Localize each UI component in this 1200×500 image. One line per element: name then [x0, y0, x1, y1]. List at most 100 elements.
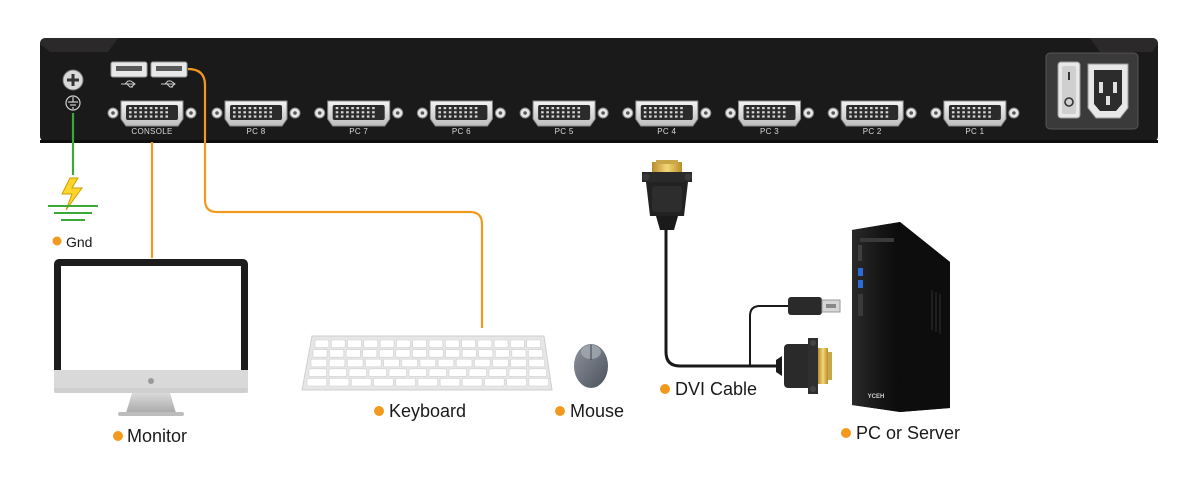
keyboard-key — [455, 358, 473, 368]
ground-symbol-icon — [65, 95, 81, 111]
keyboard-key — [492, 358, 509, 368]
keyboard-key — [477, 339, 493, 348]
dvi-cable-label: DVI Cable — [675, 379, 757, 399]
usb-port-1[interactable] — [110, 61, 148, 78]
keyboard-cable — [187, 67, 484, 328]
dvi-cable-bullet — [660, 384, 670, 394]
keyboard-key — [347, 358, 364, 368]
keyboard-key — [528, 368, 547, 377]
keyboard-key — [478, 349, 494, 358]
dvi-port-pc2[interactable] — [827, 100, 917, 127]
keyboard-key — [328, 378, 350, 387]
keyboard-key — [428, 349, 444, 358]
kvm-rear-panel — [40, 38, 1158, 143]
keyboard-key — [365, 358, 382, 368]
keyboard-key — [401, 358, 418, 368]
usb-cable — [749, 297, 841, 366]
pc-server-label: PC or Server — [856, 423, 960, 443]
keyboard-key — [484, 378, 505, 387]
keyboard-key — [395, 378, 416, 387]
keyboard-key — [378, 349, 394, 358]
dvi-port-pc4[interactable] — [622, 100, 712, 127]
monitor-label: Monitor — [127, 426, 187, 446]
keyboard-key — [396, 339, 411, 348]
power-inlet-icon — [1087, 63, 1129, 119]
keyboard-key — [474, 358, 491, 368]
keyboard-key — [412, 349, 427, 358]
gnd-bullet — [52, 236, 62, 246]
mouse-label: Mouse — [570, 401, 624, 421]
keyboard-key — [428, 368, 447, 377]
dvi-port-label: PC 3 — [760, 127, 779, 136]
keyboard-key — [494, 349, 510, 358]
keyboard-key — [330, 339, 346, 348]
keyboard-key — [310, 358, 328, 368]
keyboard-key — [461, 378, 483, 387]
keyboard-key — [510, 339, 525, 348]
dvi-port-pc7[interactable] — [314, 100, 404, 127]
keyboard-key — [448, 368, 467, 377]
keyboard-key — [444, 339, 460, 348]
dvi-port-pc5[interactable] — [519, 100, 609, 127]
keyboard-key — [347, 339, 362, 348]
ground-screw-icon — [62, 69, 84, 91]
keyboard-key — [417, 378, 438, 387]
dvi-port-pc6[interactable] — [416, 100, 506, 127]
keyboard-key — [439, 378, 461, 387]
keyboard-key — [468, 368, 487, 377]
keyboard-key — [510, 358, 527, 368]
keyboard-key — [493, 339, 509, 348]
keyboard-key — [461, 339, 476, 348]
dvi-port-label: PC 8 — [247, 127, 266, 136]
keyboard-key — [428, 339, 444, 348]
keyboard-key — [306, 378, 328, 387]
keyboard-key — [488, 368, 507, 377]
power-module — [1045, 52, 1139, 130]
keyboard-key — [508, 368, 527, 377]
keyboard-key — [362, 349, 378, 358]
keyboard-key — [445, 349, 461, 358]
dvi-port-label: PC 1 — [965, 127, 984, 136]
dvi-port-pc8[interactable] — [211, 100, 301, 127]
dvi-cable — [642, 160, 832, 394]
dvi-port-pc1[interactable] — [930, 100, 1020, 127]
gnd-label: Gnd — [66, 234, 92, 250]
keyboard-key — [314, 339, 330, 348]
keyboard-key — [363, 339, 379, 348]
keyboard-key — [526, 339, 541, 348]
power-switch-icon[interactable] — [1057, 61, 1081, 119]
pc-tower: YCEH — [852, 222, 950, 412]
console-port-label: CONSOLE — [131, 127, 172, 136]
dvi-port-pc3[interactable] — [725, 100, 814, 127]
usb-icon — [121, 80, 176, 88]
keyboard-key — [511, 349, 527, 358]
keyboard-key — [308, 368, 327, 377]
mouse — [574, 344, 608, 388]
dvi-port-label: PC 2 — [863, 127, 882, 136]
keyboard-key — [328, 358, 346, 368]
keyboard-key — [412, 339, 427, 348]
keyboard-key — [383, 358, 400, 368]
keyboard-key — [368, 368, 387, 377]
keyboard-key — [388, 368, 407, 377]
pc-brand-label: YCEH — [868, 394, 885, 400]
keyboard-key — [348, 368, 367, 377]
lightning-icon — [48, 177, 98, 221]
dvi-port-label: PC 4 — [657, 127, 676, 136]
keyboard-key — [528, 349, 543, 358]
keyboard-key — [395, 349, 411, 358]
keyboard-key — [408, 368, 427, 377]
mouse-bullet — [555, 406, 565, 416]
dvi-port-label: PC 5 — [555, 127, 574, 136]
monitor — [54, 259, 248, 416]
usb-port-2[interactable] — [150, 61, 188, 78]
keyboard-key — [312, 349, 328, 358]
dvi-port-label: PC 6 — [452, 127, 471, 136]
keyboard-key — [351, 378, 372, 387]
dvi-port-console[interactable] — [107, 100, 197, 127]
keyboard-key — [528, 378, 549, 387]
keyboard-bullet — [374, 406, 384, 416]
keyboard-key — [528, 358, 545, 368]
